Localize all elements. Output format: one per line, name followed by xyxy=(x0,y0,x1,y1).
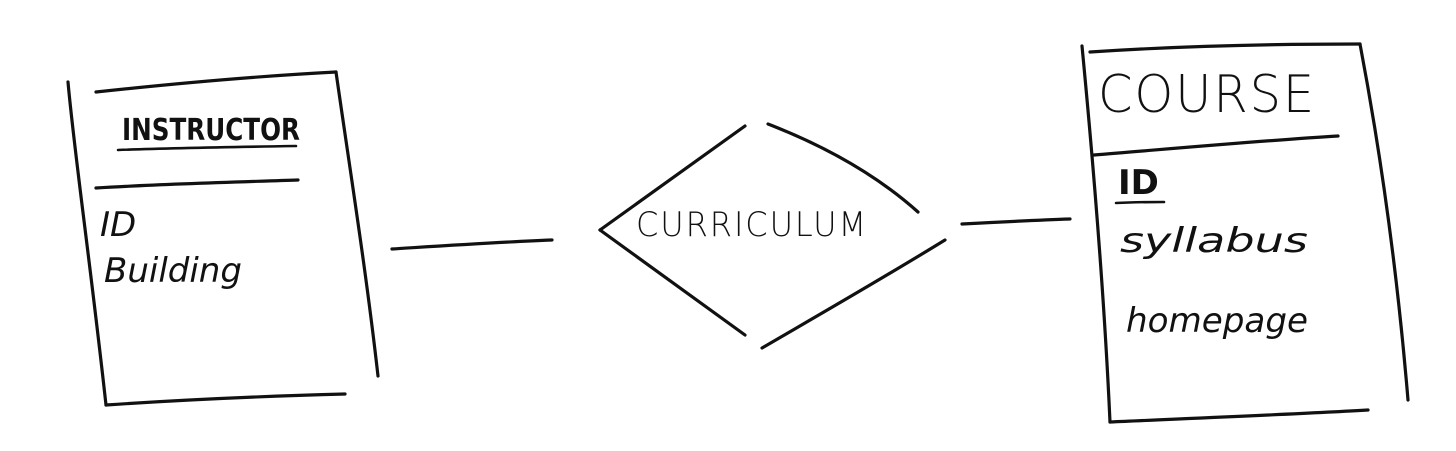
entity-instructor: INSTRUCTOR ID Building xyxy=(66,70,380,407)
course-attr-syllabus: syllabus xyxy=(1120,221,1308,261)
course-title: COURSE xyxy=(1098,65,1316,125)
diamond-top-right xyxy=(766,122,920,214)
instructor-box-top xyxy=(94,70,338,94)
diamond-top-left xyxy=(598,124,747,232)
instructor-header-divider xyxy=(94,178,300,190)
course-attr-id: ID xyxy=(1118,163,1159,203)
instructor-attr-id: ID xyxy=(100,205,136,245)
course-attr-homepage: homepage xyxy=(1126,301,1308,341)
instructor-title-underline xyxy=(116,144,298,152)
course-box-right xyxy=(1358,42,1410,402)
course-key-underline xyxy=(1114,200,1166,205)
entity-course: COURSE ID syllabus homepage xyxy=(1080,42,1410,424)
instructor-box-bottom xyxy=(104,392,347,407)
course-header-divider xyxy=(1092,134,1340,157)
diamond-bottom-left xyxy=(598,228,747,337)
course-box-bottom xyxy=(1108,408,1370,424)
relationship-label: CURRICULUM xyxy=(636,205,868,245)
connector-left xyxy=(390,238,554,251)
course-box-left xyxy=(1080,44,1112,424)
instructor-box-left xyxy=(66,80,108,407)
course-box-top xyxy=(1088,42,1362,54)
instructor-title: INSTRUCTOR xyxy=(122,113,300,148)
instructor-attr-building: Building xyxy=(104,251,242,291)
diamond-bottom-right xyxy=(760,238,947,350)
relationship-curriculum: CURRICULUM xyxy=(598,122,947,350)
instructor-box-right xyxy=(334,70,380,378)
connector-right xyxy=(960,217,1072,226)
